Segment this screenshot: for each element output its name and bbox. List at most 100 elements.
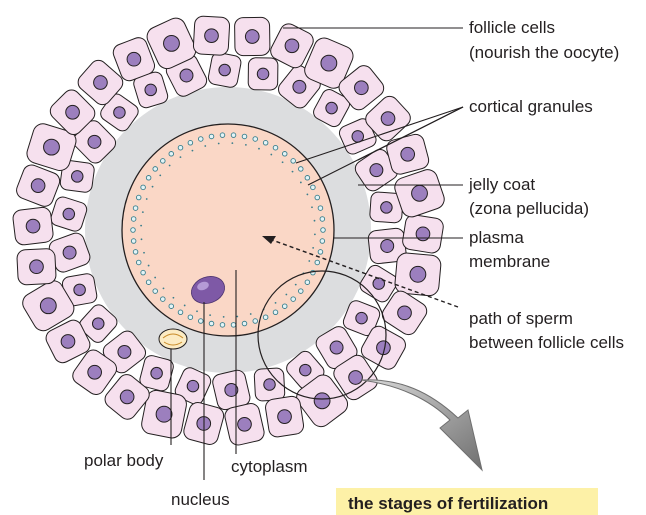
- cytoplasm-dot: [282, 161, 284, 163]
- follicle-cell: [193, 16, 230, 56]
- cytoplasm-dot: [159, 175, 161, 177]
- cytoplasm-dot: [146, 198, 148, 200]
- cortical-granule: [178, 145, 183, 150]
- cortical-granule: [263, 315, 268, 320]
- cortical-granule: [253, 137, 258, 142]
- cytoplasm-dot: [204, 145, 206, 147]
- cytoplasm-dot: [312, 247, 314, 249]
- label-polar-body: polar body: [84, 451, 164, 470]
- label-plasma: plasma: [469, 228, 524, 247]
- cortical-granule: [315, 195, 320, 200]
- follicle-cell: [17, 248, 57, 285]
- cytoplasm-dot: [169, 165, 171, 167]
- follicle-cell: [207, 52, 242, 89]
- cytoplasm-dot: [143, 252, 145, 254]
- cytoplasm-dot: [314, 220, 316, 222]
- cytoplasm-dot: [314, 233, 316, 235]
- label-follicle-cells: follicle cells: [469, 18, 555, 37]
- cortical-granule: [209, 321, 214, 326]
- cortical-granule: [263, 140, 268, 145]
- label-zona-pellucida: (zona pellucida): [469, 199, 589, 218]
- cytoplasm-dot: [140, 225, 142, 227]
- cortical-granule: [198, 137, 203, 142]
- cortical-granule: [161, 159, 166, 164]
- cortical-granule: [169, 304, 174, 309]
- curved-arrow: [361, 380, 482, 470]
- cortical-granule: [220, 323, 225, 328]
- cortical-granule: [178, 310, 183, 315]
- cytoplasm-dot: [258, 148, 260, 150]
- cytoplasm-dot: [300, 182, 302, 184]
- cortical-granule: [320, 217, 325, 222]
- follicle-cell: [234, 17, 270, 56]
- label-nucleus: nucleus: [171, 490, 230, 509]
- cytoplasm-dot: [306, 194, 308, 196]
- cytoplasm-dot: [245, 144, 247, 146]
- cytoplasm-dot: [180, 156, 182, 158]
- cortical-granule: [161, 297, 166, 302]
- cytoplasm-dot: [142, 211, 144, 213]
- cortical-granule: [282, 304, 287, 309]
- cortical-granule: [141, 185, 146, 190]
- cortical-granule: [220, 133, 225, 138]
- cortical-granule: [131, 239, 136, 244]
- cortical-granule: [298, 167, 303, 172]
- cytoplasm-dot: [154, 277, 156, 279]
- label-path-of-sperm: path of sperm: [469, 309, 573, 328]
- cortical-granule: [273, 310, 278, 315]
- cytoplasm-dot: [141, 238, 143, 240]
- cytoplasm-dot: [231, 142, 233, 144]
- cortical-granule: [133, 250, 138, 255]
- follicle-cell: [401, 214, 444, 255]
- polar-body: [159, 329, 187, 349]
- cortical-granule: [298, 289, 303, 294]
- cytoplasm-dot: [196, 310, 198, 312]
- cortical-granule: [315, 260, 320, 265]
- cortical-granule: [141, 270, 146, 275]
- cortical-granule: [305, 280, 310, 285]
- cortical-granule: [209, 134, 214, 139]
- cytoplasm-dot: [192, 150, 194, 152]
- cytoplasm-dot: [218, 143, 220, 145]
- cortical-granule: [188, 140, 193, 145]
- label-between-follicle-cells: between follicle cells: [469, 333, 624, 352]
- cortical-granule: [131, 217, 136, 222]
- follicle-cell: [254, 368, 285, 402]
- label-follicle-cells-note: (nourish the oocyte): [469, 43, 619, 62]
- cytoplasm-dot: [173, 297, 175, 299]
- cytoplasm-dot: [209, 314, 211, 316]
- cortical-granule: [321, 228, 326, 233]
- plasma-membrane: [122, 124, 334, 336]
- cytoplasm-dot: [295, 284, 297, 286]
- label-jelly-coat: jelly coat: [468, 175, 535, 194]
- cortical-granule: [242, 134, 247, 139]
- cortical-granule: [153, 167, 158, 172]
- cortical-granule: [131, 228, 136, 233]
- cytoplasm-dot: [311, 206, 313, 208]
- cytoplasm-dot: [184, 305, 186, 307]
- cytoplasm-dot: [236, 316, 238, 318]
- cortical-granule: [169, 151, 174, 156]
- cortical-granule: [188, 315, 193, 320]
- follicle-cell: [12, 206, 54, 245]
- cytoplasm-dot: [275, 302, 277, 304]
- cortical-granule: [291, 159, 296, 164]
- follicle-cell: [264, 395, 304, 438]
- cortical-granule: [133, 206, 138, 211]
- follicle-cell: [394, 252, 441, 296]
- cortical-granule: [242, 321, 247, 326]
- cortical-granule: [146, 175, 151, 180]
- cortical-granule: [136, 195, 141, 200]
- cortical-granule: [198, 319, 203, 324]
- label-membrane: membrane: [469, 252, 550, 271]
- cortical-granule: [311, 185, 316, 190]
- cytoplasm-dot: [308, 260, 310, 262]
- cortical-granule: [318, 250, 323, 255]
- fertilization-stages-banner: the stages of fertilization: [336, 488, 598, 515]
- cytoplasm-dot: [285, 294, 287, 296]
- cortical-granule: [282, 151, 287, 156]
- follicle-cell: [223, 402, 266, 447]
- label-cytoplasm: cytoplasm: [231, 457, 308, 476]
- cytoplasm-dot: [292, 171, 294, 173]
